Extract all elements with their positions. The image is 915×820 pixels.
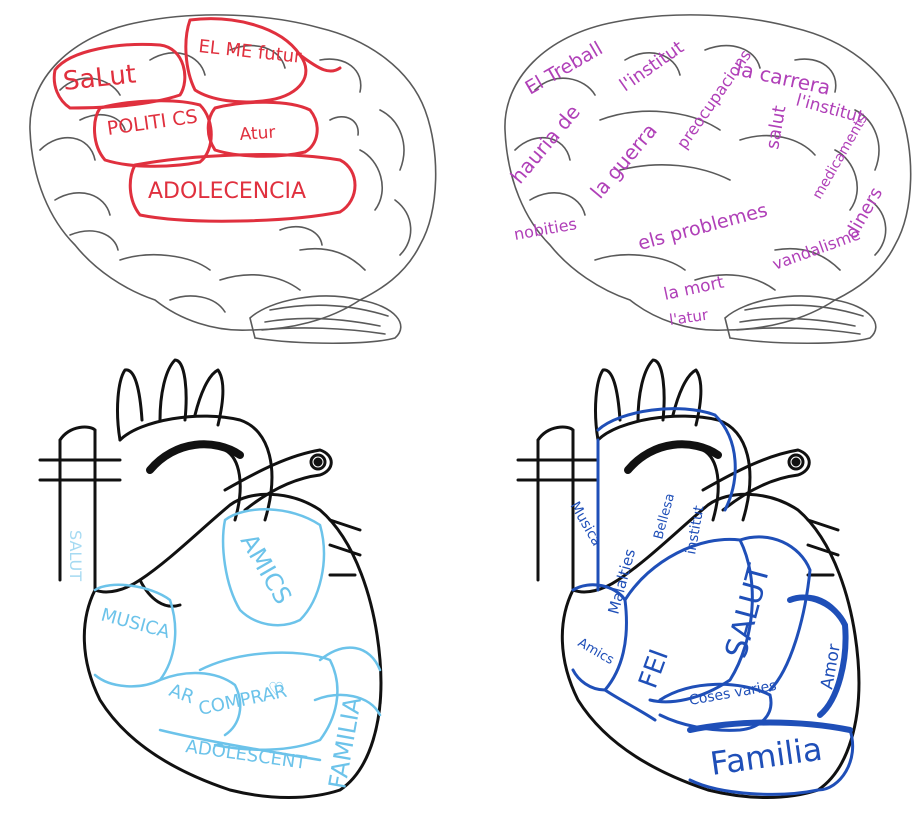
region-label-institut: institut — [683, 504, 707, 556]
region-label-amics: AMICS — [235, 529, 297, 609]
word-el-treball: El Treball — [522, 38, 607, 100]
heart-left: SALUT AMICS MUSICA AR COMPRAR ADOLESCENT… — [40, 360, 381, 798]
region-label-adolescent: ADOLESCENT — [184, 736, 308, 774]
region-label-salut-heart: SALUT — [66, 530, 85, 581]
region-label-atur: Atur — [239, 123, 276, 145]
aorta-curve-right — [628, 444, 718, 470]
region-label-amics-right: Amics — [575, 635, 617, 668]
word-salut: salut — [762, 104, 790, 151]
region-label-ar: AR — [166, 680, 197, 708]
word-medicaments: medicaments — [810, 112, 871, 202]
word-atur: l'atur — [668, 306, 710, 329]
region-label-familia-right: Familia — [708, 730, 825, 783]
region-label-salut: SaLut — [62, 59, 138, 96]
word-problemes: els problemes — [636, 199, 770, 255]
region-label-musica: MUSICA — [99, 605, 173, 644]
region-label-coses-varies: Coses varies — [688, 678, 778, 709]
word-mort: la mort — [662, 273, 726, 305]
region-label-malalties: Malalties — [604, 547, 639, 616]
brain-left: SaLut EL ME futur POLITI CS Atur ADOLECE… — [30, 15, 436, 343]
region-label-adolescencia: ADOLECENCIA — [148, 179, 306, 204]
region-label-salut-right: SALUT — [719, 560, 778, 662]
word-guerra: la guerra — [585, 119, 661, 204]
region-label-fei: FEI — [633, 645, 675, 692]
region-familia-border — [690, 723, 850, 731]
heart-right: Bellesa Malalties institut Musica Amics … — [518, 360, 859, 798]
region-label-politics: POLITI CS — [106, 105, 199, 139]
heart-symbol: ♡ — [268, 679, 284, 700]
aorta-curve — [150, 444, 240, 470]
word-hauria: hauria de — [505, 100, 584, 188]
region-label-familia: FAMILIA — [323, 694, 367, 791]
heart-left-outline — [40, 360, 381, 798]
word-carrera: la carrera — [734, 56, 833, 99]
brain-right: El Treball l'institut preocupacions la c… — [505, 15, 911, 343]
